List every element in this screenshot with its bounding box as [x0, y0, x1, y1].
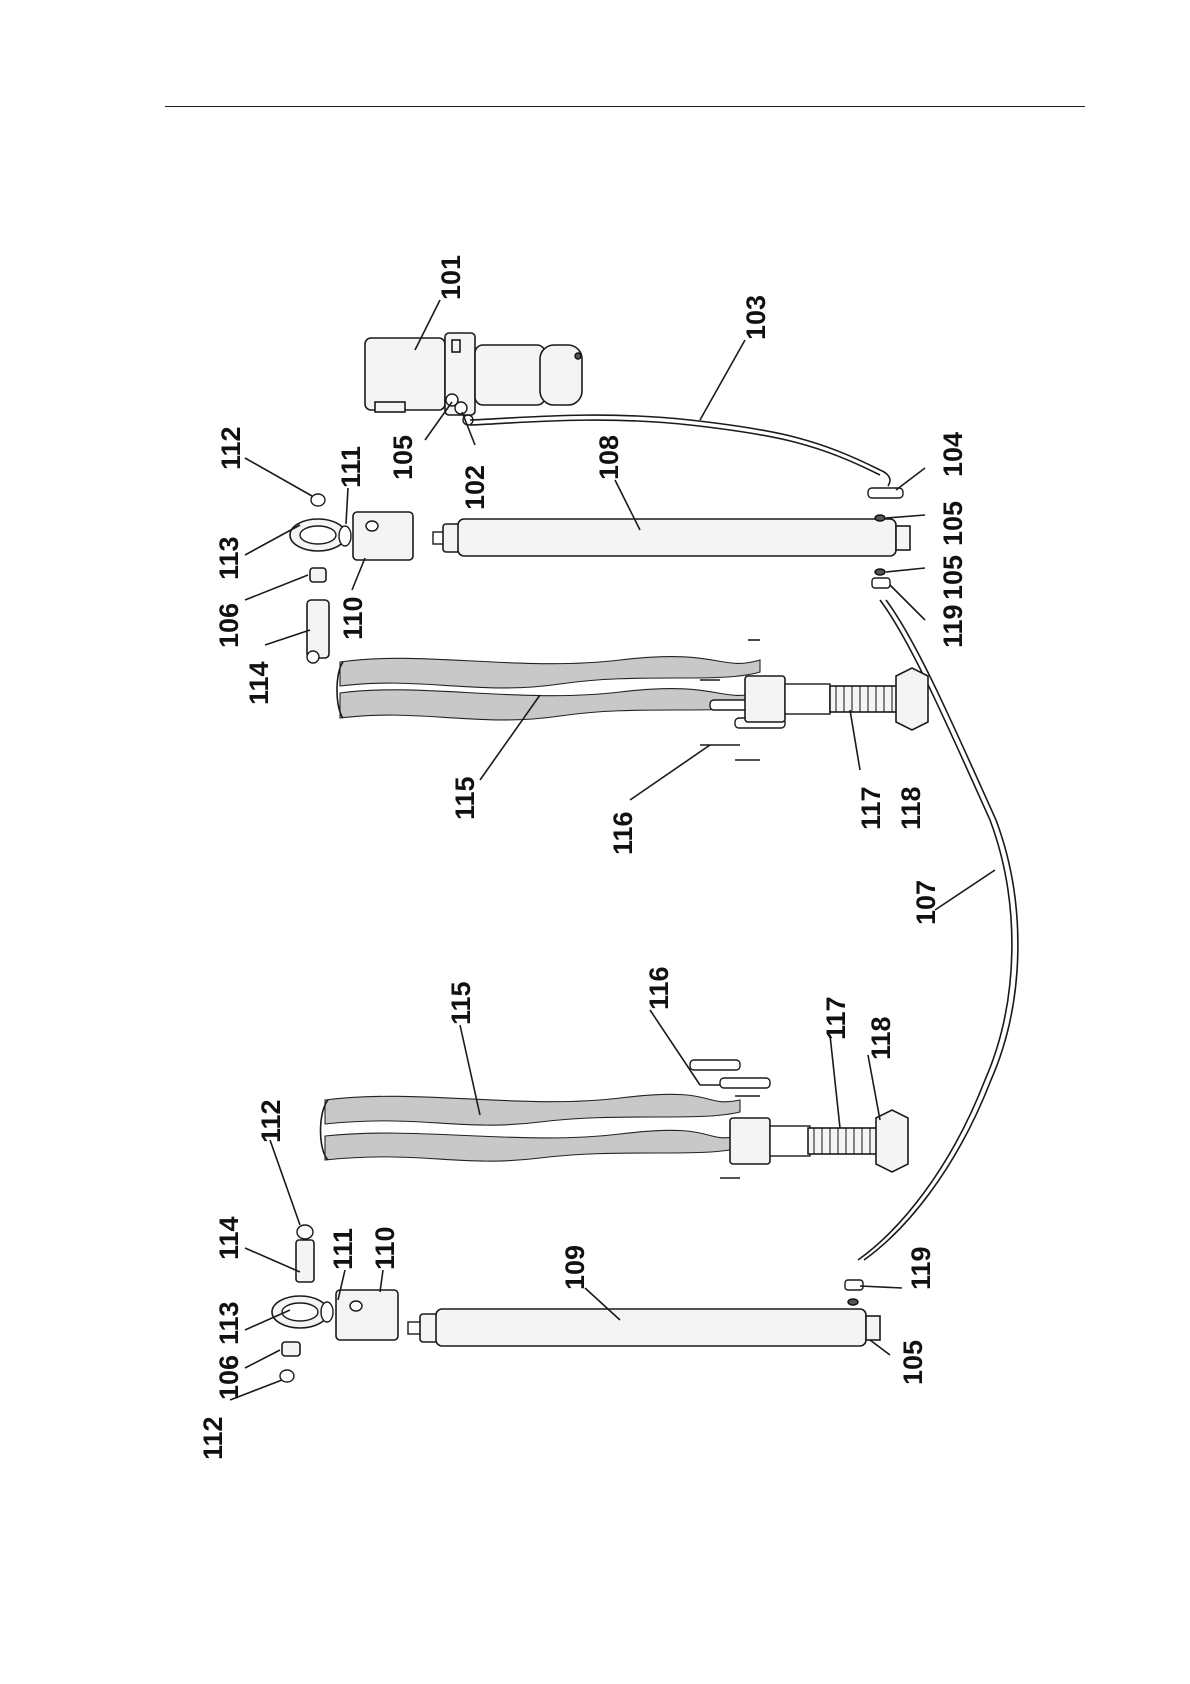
callout-114: 114	[244, 661, 274, 705]
callout-105: 105	[898, 1340, 928, 1385]
cylinder-109	[408, 1280, 880, 1346]
pins-116-lower	[690, 1060, 770, 1096]
callout-119: 119	[938, 604, 968, 648]
callout-115: 115	[450, 776, 480, 820]
callout-116: 116	[644, 966, 674, 1010]
callout-119: 119	[906, 1246, 936, 1290]
callout-108: 108	[594, 435, 624, 480]
callout-105: 105	[938, 555, 968, 600]
callout-114: 114	[214, 1216, 244, 1260]
callout-102: 102	[460, 465, 490, 510]
callout-117: 117	[821, 996, 851, 1040]
callout-110: 110	[370, 1226, 400, 1270]
cylinder-108	[433, 519, 910, 556]
callout-105: 105	[938, 501, 968, 546]
callout-105: 105	[388, 435, 418, 480]
callout-106: 106	[214, 1355, 244, 1400]
callout-106: 106	[214, 603, 244, 648]
callout-103: 103	[741, 295, 771, 340]
callout-113: 113	[214, 1301, 244, 1345]
chain-115-lower	[321, 1094, 741, 1178]
callout-115: 115	[446, 981, 476, 1025]
power-unit-101	[365, 333, 582, 425]
callout-118: 118	[896, 786, 926, 830]
callout-101: 101	[436, 255, 466, 300]
callout-113: 113	[214, 536, 244, 580]
callout-118: 118	[866, 1016, 896, 1060]
hose-103	[470, 415, 890, 486]
callout-112: 112	[198, 1416, 228, 1460]
callout-112: 112	[256, 1099, 286, 1143]
anchor-bolt-117-lower	[730, 1110, 908, 1172]
callout-117: 117	[856, 786, 886, 830]
callout-111: 111	[336, 446, 366, 488]
callout-112: 112	[216, 426, 246, 470]
callout-109: 109	[560, 1245, 590, 1290]
callout-107: 107	[911, 880, 941, 925]
callout-116: 116	[608, 811, 638, 855]
callout-110: 110	[338, 596, 368, 640]
anchor-bolt-117-upper	[745, 668, 928, 730]
callout-104: 104	[938, 432, 968, 477]
callout-111: 111	[328, 1228, 358, 1270]
chain-115-upper	[337, 640, 760, 720]
